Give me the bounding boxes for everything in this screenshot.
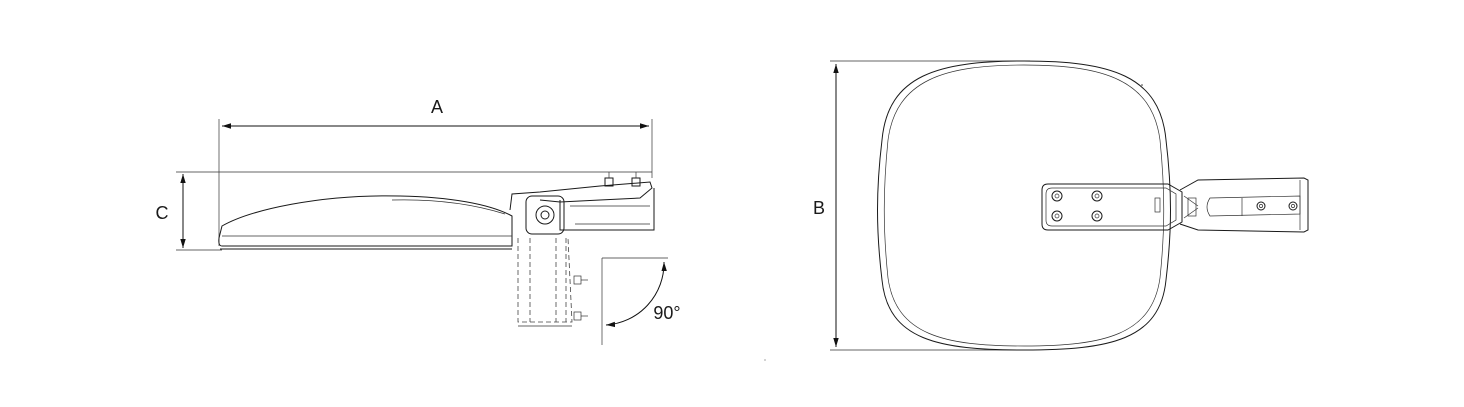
dimension-label-c: C [156, 203, 169, 223]
bolt-icon [1051, 190, 1063, 202]
bolt-icon [1091, 190, 1103, 202]
pivot-hinge [525, 195, 565, 235]
dimension-a: A [222, 97, 649, 129]
dimension-c: C [156, 174, 186, 248]
rotation-angle-indicator: 90° [601, 257, 681, 345]
mounting-bracket-top [1041, 183, 1183, 231]
top-view: B [813, 60, 1309, 351]
angle-label: 90° [653, 303, 680, 323]
dimension-label-b: B [813, 198, 825, 218]
luminaire-body-side [218, 195, 513, 250]
bolt-icon [1051, 210, 1063, 222]
luminaire-housing-top [877, 60, 1171, 351]
bolt-icon [1256, 201, 1266, 211]
pole-adapter-top [1179, 177, 1309, 233]
bolt-icon [1288, 201, 1298, 211]
rotated-position-dashed [517, 237, 588, 327]
dimension-label-a: A [431, 97, 443, 117]
mounting-arm-side [509, 172, 655, 231]
dimension-b: B [813, 64, 839, 347]
side-view: A C [156, 97, 681, 345]
bolt-icon [1091, 210, 1103, 222]
